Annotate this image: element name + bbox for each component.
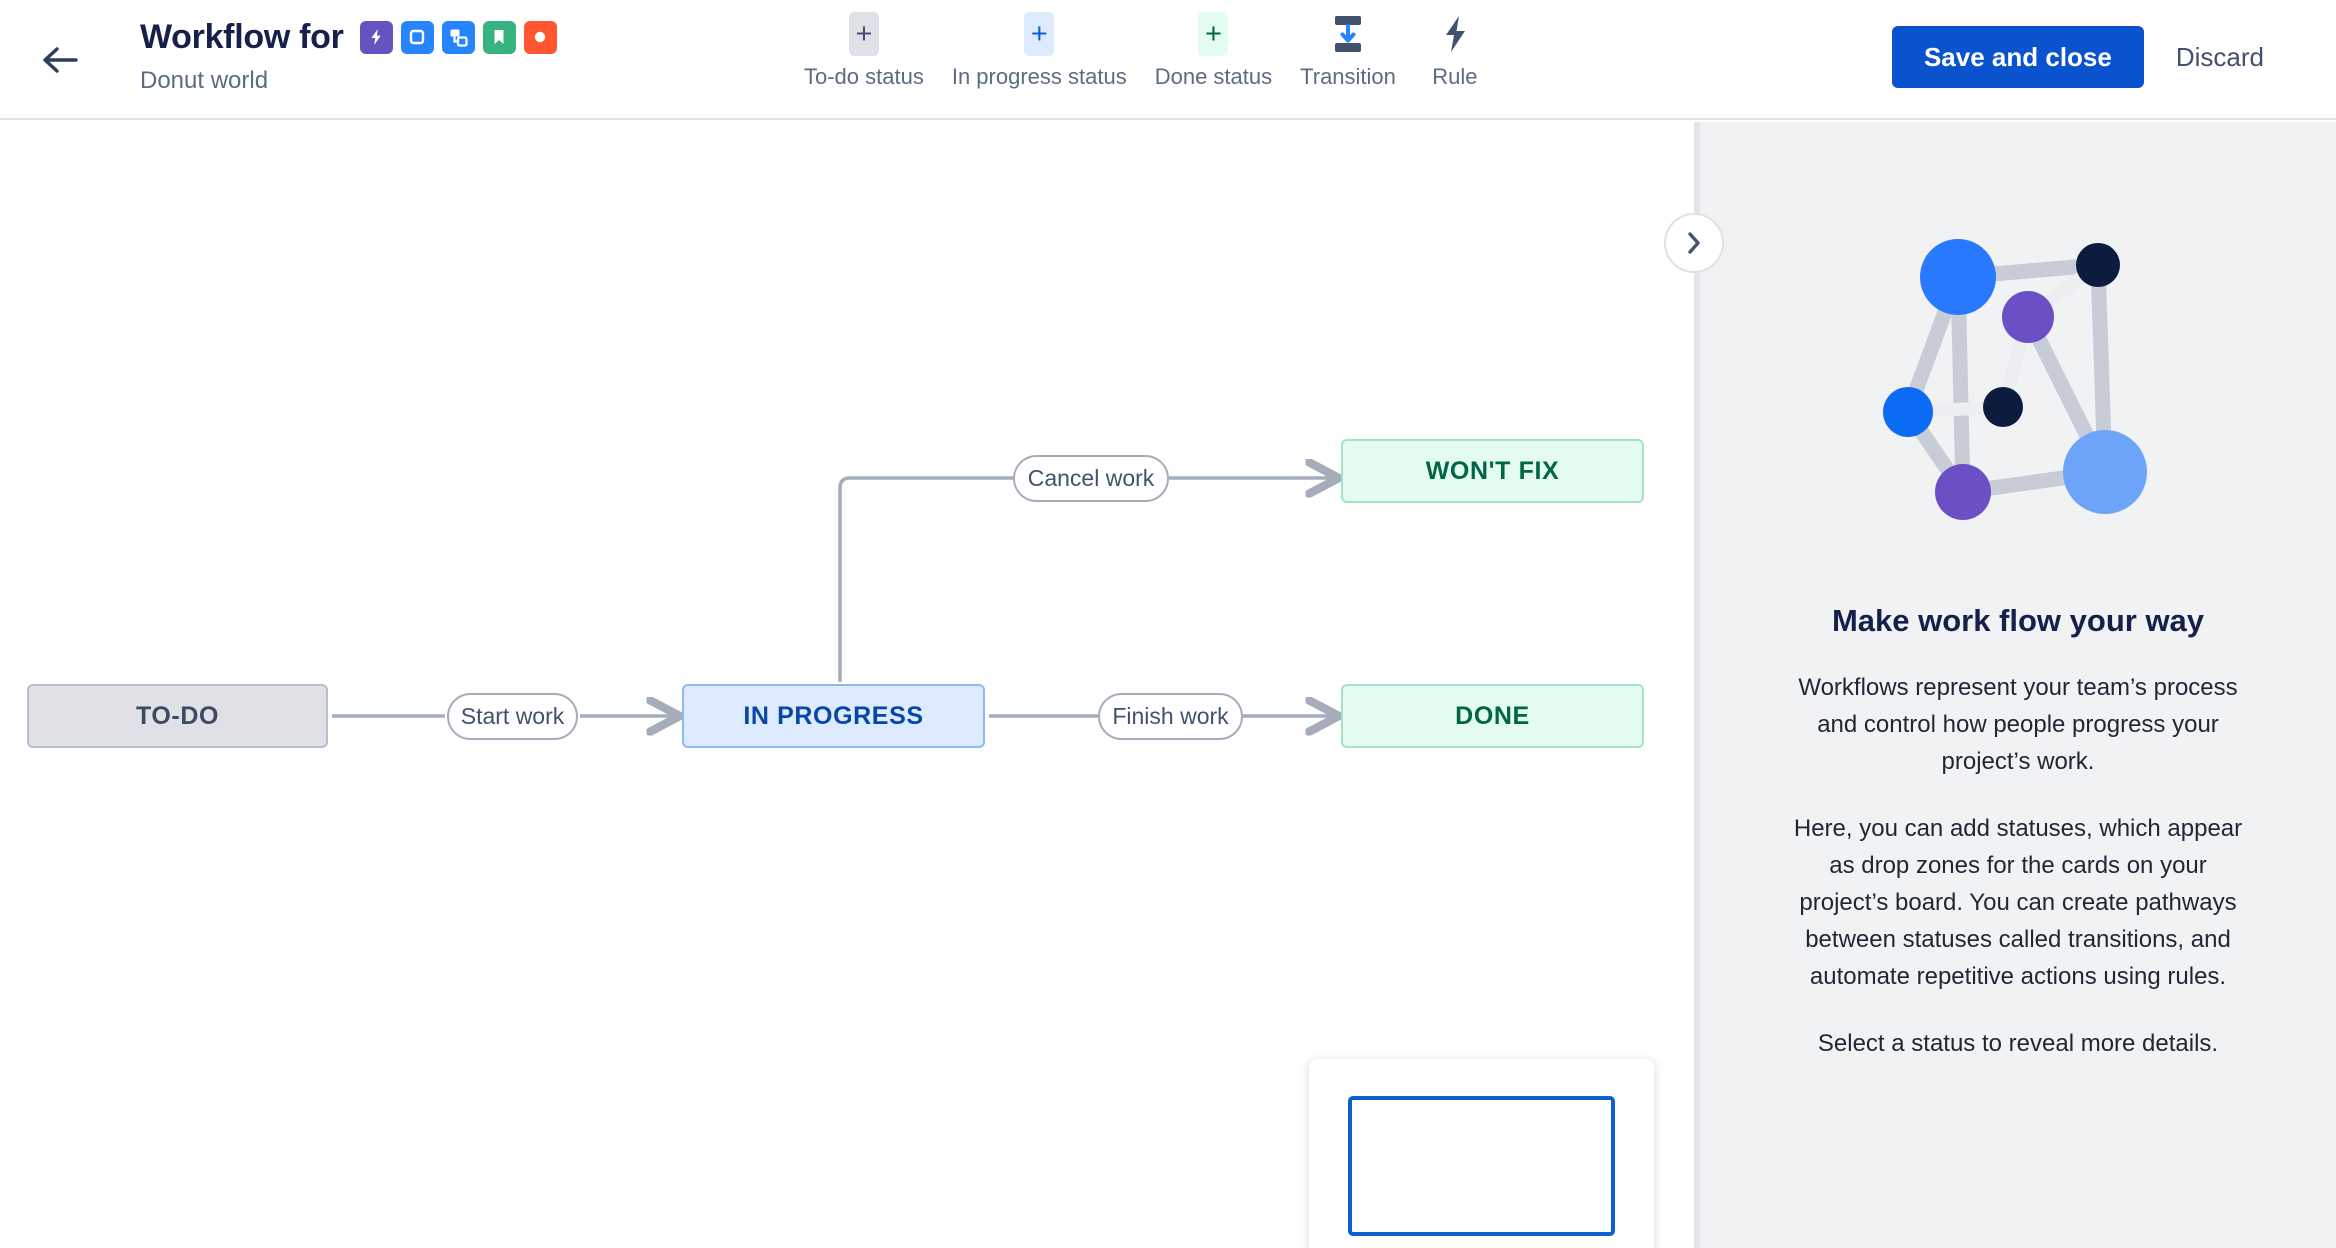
header-actions: Save and close Discard [1891, 26, 2288, 88]
save-and-close-button[interactable]: Save and close [1891, 26, 2144, 88]
transition-icon [1326, 12, 1370, 56]
toolbar-label: To-do status [804, 64, 924, 89]
title-block: Workflow for [140, 14, 557, 96]
plus-icon: + [1198, 12, 1229, 56]
workflow-network-illustration [1883, 239, 2147, 520]
story-icon[interactable] [482, 20, 516, 54]
chevron-right-icon [1688, 232, 1700, 254]
add-todo-status-button[interactable]: + To-do status [790, 12, 938, 90]
app-header: Workflow for [0, 0, 2336, 120]
page-subtitle: Donut world [140, 67, 269, 94]
workflow-toolbar: + To-do status + In progress status + Do… [790, 12, 1500, 90]
back-button[interactable] [36, 36, 84, 84]
task-icon[interactable] [400, 20, 434, 54]
transition-pill-cancel-work[interactable]: Cancel work [1013, 455, 1169, 502]
subtask-icon[interactable] [441, 20, 475, 54]
discard-button[interactable]: Discard [2152, 26, 2288, 88]
status-node-in-progress[interactable]: IN PROGRESS [682, 684, 985, 748]
plus-icon: + [848, 12, 879, 56]
panel-paragraph: Here, you can add statuses, which appear… [1793, 815, 2243, 990]
toolbar-label: Transition [1300, 64, 1396, 89]
add-done-status-button[interactable]: + Done status [1141, 12, 1286, 90]
workflow-connectors [332, 122, 1694, 1248]
epic-icon[interactable] [359, 20, 393, 54]
plus-icon: + [1024, 12, 1055, 56]
panel-collapse-toggle[interactable] [1664, 213, 1724, 273]
panel-paragraph: Select a status to reveal more details. [1817, 1030, 2219, 1057]
add-inprogress-status-button[interactable]: + In progress status [938, 12, 1141, 90]
toolbar-label: Done status [1154, 64, 1273, 89]
bug-icon[interactable] [523, 20, 557, 54]
status-node-wont-fix[interactable]: WON'T FIX [1341, 439, 1644, 503]
add-transition-button[interactable]: Transition [1286, 12, 1410, 90]
title-row: Workflow for [140, 14, 557, 60]
minimap-panel[interactable] [1309, 1059, 1654, 1248]
toolbar-label: Rule [1432, 64, 1478, 89]
panel-paragraph: Workflows represent your team’s process … [1798, 674, 2238, 775]
add-rule-button[interactable]: Rule [1410, 12, 1500, 90]
transition-pill-start-work[interactable]: Start work [447, 693, 578, 740]
transition-pill-finish-work[interactable]: Finish work [1098, 693, 1243, 740]
toolbar-label: In progress status [951, 64, 1127, 89]
info-side-panel: Make work flow your way Workflows repres… [1694, 122, 2336, 1248]
edge-inprogress-cancel[interactable] [838, 476, 1013, 682]
rule-lightning-icon [1433, 12, 1477, 56]
issue-type-icon-list [359, 20, 557, 54]
workflow-canvas[interactable]: TO-DO IN PROGRESS WON'T FIX DONE Start w… [0, 122, 1694, 1248]
minimap-viewport-rect[interactable] [1348, 1096, 1615, 1236]
page-title: Workflow for [140, 18, 344, 56]
arrow-left-icon [43, 47, 78, 73]
status-node-todo[interactable]: TO-DO [27, 684, 328, 748]
status-node-done[interactable]: DONE [1341, 684, 1644, 748]
panel-title: Make work flow your way [1831, 603, 2205, 638]
